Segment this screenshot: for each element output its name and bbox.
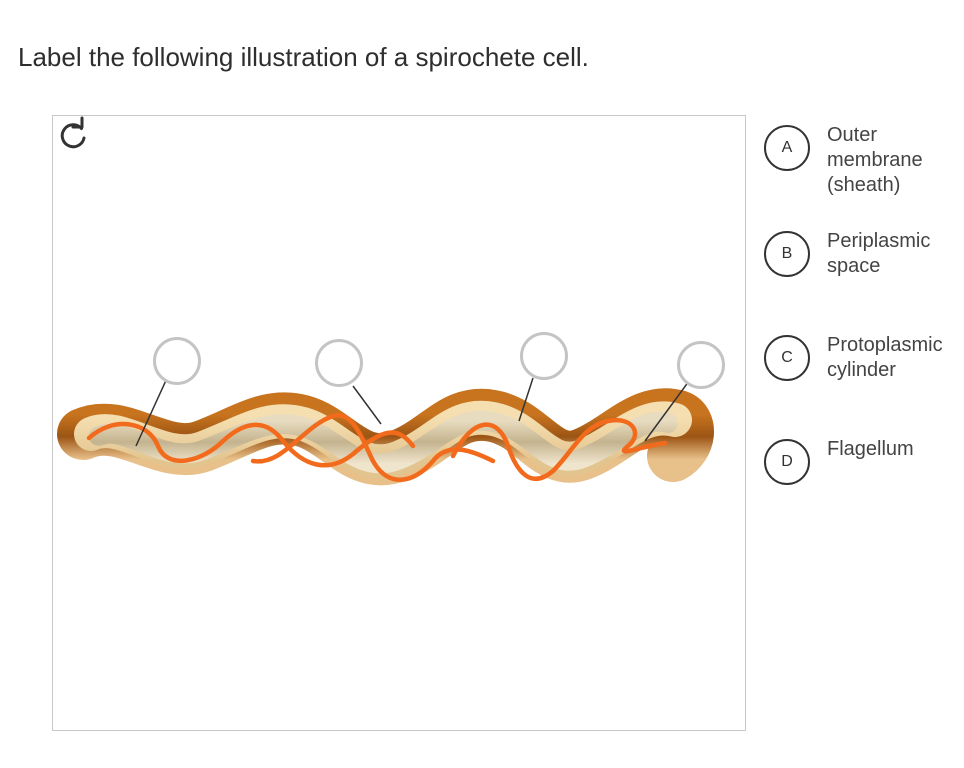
- leader-line-2: [352, 385, 382, 425]
- label-target-1[interactable]: [153, 337, 201, 385]
- spirochete-illustration: [57, 375, 714, 486]
- leader-line-1: [135, 375, 169, 447]
- label-target-4[interactable]: [677, 341, 725, 389]
- leader-line-4: [644, 380, 690, 442]
- choice-a-label: Outer membrane (sheath): [827, 124, 923, 196]
- flagellum-shape-3: [450, 417, 668, 481]
- label-target-3[interactable]: [520, 332, 568, 380]
- choice-b-badge[interactable]: B: [764, 231, 810, 277]
- flagellum-shape-1: [86, 421, 416, 468]
- label-target-2[interactable]: [315, 339, 363, 387]
- question-text: Label the following illustration of a sp…: [18, 42, 589, 72]
- illustration-panel: [52, 115, 746, 731]
- choice-c-label: Protoplasmic cylinder: [827, 334, 943, 381]
- leader-line-3: [518, 377, 534, 422]
- choice-d-label: Flagellum: [827, 438, 914, 460]
- choice-b-label: Periplasmic space: [827, 230, 931, 277]
- choice-c-badge[interactable]: C: [764, 335, 810, 381]
- reset-icon[interactable]: [53, 116, 93, 156]
- choice-a-badge[interactable]: A: [764, 125, 810, 171]
- flagellum-shape-2: [250, 413, 496, 482]
- protoplasmic-cylinder-shape: [89, 410, 678, 474]
- choice-d-badge[interactable]: D: [764, 439, 810, 485]
